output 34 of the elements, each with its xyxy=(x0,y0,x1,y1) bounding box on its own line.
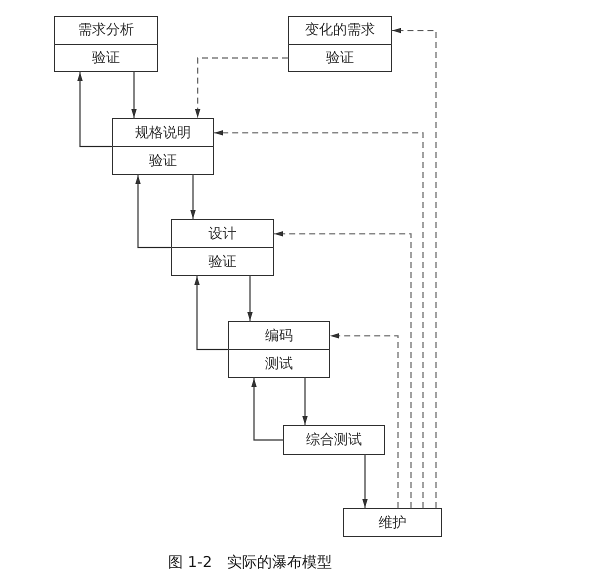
check-label: 测试 xyxy=(265,354,293,372)
stage-box xyxy=(343,508,442,537)
arrow xyxy=(77,72,112,148)
stage-label: 需求分析 xyxy=(78,21,134,40)
stage-box xyxy=(171,219,274,276)
check-label: 验证 xyxy=(149,152,177,170)
dashed-arrow xyxy=(214,130,424,508)
arrow xyxy=(302,378,308,425)
arrow xyxy=(190,175,196,219)
stage-label: 规格说明 xyxy=(135,124,191,142)
arrow xyxy=(131,72,137,118)
check-label: 验证 xyxy=(208,252,236,270)
figure-caption: 图 1-2 实际的瀑布模型 xyxy=(166,553,334,572)
arrow xyxy=(251,378,283,441)
dashed-arrow xyxy=(274,231,412,508)
dashed-arrow xyxy=(330,333,399,508)
stage-label: 综合测试 xyxy=(306,431,362,449)
arrow xyxy=(194,276,228,350)
arrow xyxy=(135,175,171,248)
stage-label: 维护 xyxy=(378,514,406,532)
stage-label: 变化的需求 xyxy=(305,21,375,40)
stage-box xyxy=(54,16,158,72)
arrow xyxy=(362,455,368,508)
dashed-arrow xyxy=(392,28,437,508)
stage-label: 设计 xyxy=(208,224,236,242)
stage-box xyxy=(283,425,385,455)
stage-label: 编码 xyxy=(265,326,293,344)
stage-box xyxy=(288,16,392,72)
dashed-arrow xyxy=(194,57,288,118)
check-label: 验证 xyxy=(326,48,354,67)
stage-box xyxy=(228,321,330,378)
arrow xyxy=(247,276,253,321)
stage-box xyxy=(112,118,214,175)
check-label: 验证 xyxy=(92,48,120,67)
